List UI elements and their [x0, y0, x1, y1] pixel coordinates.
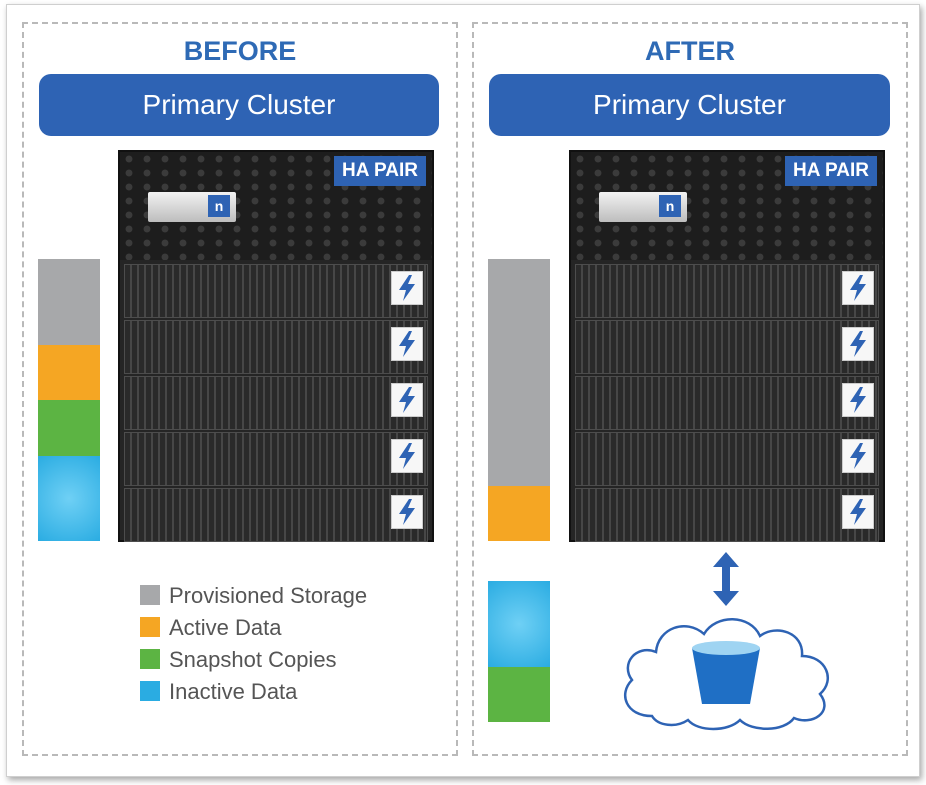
after-active-segment — [488, 486, 550, 541]
disk-shelf — [124, 320, 428, 374]
before-snapshot-segment — [38, 400, 100, 456]
netapp-logo-icon: n — [659, 195, 681, 217]
before-primary-cluster-banner: Primary Cluster — [39, 74, 439, 136]
lightning-bolt-icon — [842, 495, 874, 529]
before-panel — [22, 22, 458, 756]
after-provisioned-segment — [488, 259, 550, 486]
before-inactive-segment — [38, 456, 100, 541]
lightning-bolt-icon — [842, 271, 874, 305]
netapp-logo-icon: n — [208, 195, 230, 217]
legend-swatch — [140, 617, 160, 637]
lightning-bolt-icon — [391, 495, 423, 529]
lightning-bolt-icon — [842, 439, 874, 473]
after-ha-pair-rack: n HA PAIR — [569, 150, 885, 542]
legend-swatch — [140, 681, 160, 701]
ha-pair-badge: HA PAIR — [785, 156, 877, 186]
lightning-bolt-icon — [391, 383, 423, 417]
disk-shelf — [124, 376, 428, 430]
controller-handle: n — [599, 192, 687, 222]
after-primary-cluster-banner: Primary Cluster — [489, 74, 890, 136]
after-inactive-segment — [488, 581, 550, 667]
cloud-bucket-icon — [623, 618, 830, 731]
disk-shelf — [575, 320, 879, 374]
disk-shelf — [124, 264, 428, 318]
disk-shelf — [575, 376, 879, 430]
legend-label: Active Data — [169, 615, 282, 640]
ha-pair-badge: HA PAIR — [334, 156, 426, 186]
before-provisioned-segment — [38, 259, 100, 345]
legend-swatch — [140, 585, 160, 605]
before-active-segment — [38, 345, 100, 400]
disk-shelf — [124, 488, 428, 542]
legend-label: Inactive Data — [169, 679, 298, 704]
after-panel — [472, 22, 908, 756]
lightning-bolt-icon — [391, 439, 423, 473]
disk-shelf — [124, 432, 428, 486]
lightning-bolt-icon — [391, 271, 423, 305]
disk-shelf — [575, 264, 879, 318]
lightning-bolt-icon — [842, 327, 874, 361]
disk-shelf — [575, 432, 879, 486]
before-ha-pair-rack: n HA PAIR — [118, 150, 434, 542]
lightning-bolt-icon — [391, 327, 423, 361]
legend-swatch — [140, 649, 160, 669]
legend-label: Snapshot Copies — [169, 647, 337, 672]
double-arrow-vertical-icon — [713, 552, 739, 606]
after-snapshot-segment — [488, 667, 550, 722]
after-heading: AFTER — [645, 36, 735, 66]
legend-label: Provisioned Storage — [169, 583, 368, 608]
controller-handle: n — [148, 192, 236, 222]
disk-shelf — [575, 488, 879, 542]
lightning-bolt-icon — [842, 383, 874, 417]
before-heading: BEFORE — [183, 36, 297, 66]
